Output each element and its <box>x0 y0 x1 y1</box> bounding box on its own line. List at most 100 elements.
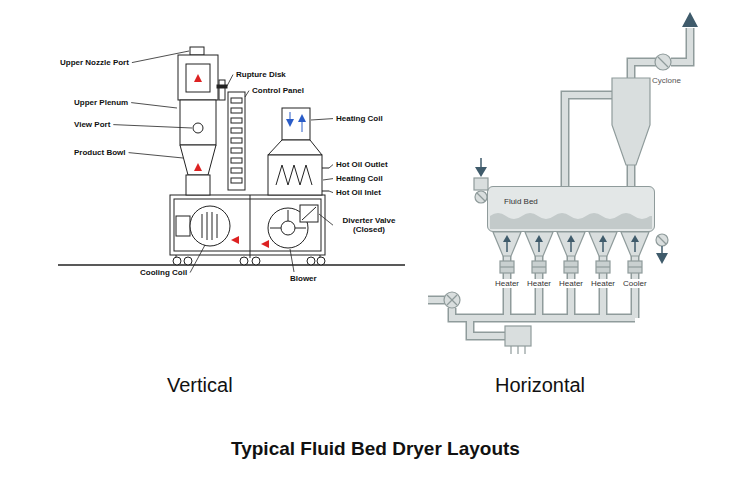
vertical-dryer-drawing <box>322 191 329 192</box>
horizontal-dryer-drawing <box>658 57 668 67</box>
vertical-dryer-drawing <box>207 212 208 240</box>
horizontal-dryer-drawing <box>525 232 553 256</box>
horizontal-dryer-drawing <box>557 232 585 256</box>
vertical-dryer-drawing <box>290 112 291 120</box>
part-label: Cyclone <box>652 76 681 85</box>
part-label: Diverter Valve (Closed) <box>336 216 402 234</box>
leader-line <box>131 103 177 108</box>
diagram-title: Typical Fluid Bed Dryer Layouts <box>231 438 520 460</box>
horizontal-dryer-drawing <box>656 253 668 264</box>
horizontal-dryer-drawing <box>628 266 642 267</box>
horizontal-dryer-drawing <box>475 12 698 264</box>
horizontal-dryer-drawing <box>477 193 485 201</box>
figure-caption: Horizontal <box>495 374 585 397</box>
horizontal-dryer-drawing <box>524 346 525 354</box>
unit-label: Heater <box>494 279 520 288</box>
vertical-dryer-drawing <box>231 178 242 183</box>
horizontal-dryer-drawing <box>627 164 636 187</box>
horizontal-dryer-drawing <box>474 178 488 190</box>
horizontal-dryer-drawing <box>602 242 604 252</box>
vertical-dryer-drawing <box>190 206 230 246</box>
vertical-dryer-drawing <box>184 257 192 265</box>
horizontal-dryer-drawing <box>570 242 572 252</box>
unit-label: Heater <box>558 279 584 288</box>
unit-label: Cooler <box>622 279 648 288</box>
horizontal-dryer-drawing <box>490 213 652 229</box>
vertical-dryer-drawing <box>231 98 242 103</box>
leader-line <box>319 214 333 225</box>
horizontal-dryer-drawing <box>500 266 514 267</box>
part-label: View Port <box>74 120 110 129</box>
horizontal-dryer-drawing <box>532 266 546 267</box>
leader-line <box>227 75 233 86</box>
horizontal-dryer-drawing <box>444 292 460 308</box>
horizontal-dryer-drawing <box>428 12 698 354</box>
vertical-dryer-drawing <box>240 257 248 265</box>
leader-line <box>129 153 183 158</box>
horizontal-dryer-drawing <box>628 261 642 273</box>
horizontal-dryer-drawing <box>475 191 487 203</box>
horizontal-dryer-drawing <box>532 261 546 273</box>
vertical-dryer-drawing <box>180 100 216 145</box>
vertical-dryer-drawing <box>300 205 318 222</box>
horizontal-dryer-drawing <box>564 266 578 267</box>
vertical-dryer-drawing <box>176 216 190 236</box>
horizontal-dryer-drawing <box>661 246 663 254</box>
vertical-dryer-drawing <box>268 140 322 155</box>
horizontal-dryer-drawing <box>428 28 690 336</box>
vertical-dryer-drawing <box>317 257 325 265</box>
horizontal-dryer-drawing <box>655 54 671 70</box>
vertical-dryer-drawing <box>307 257 315 265</box>
vertical-dryer-drawing <box>212 212 213 240</box>
part-label: Hot Oil Inlet <box>336 188 381 197</box>
horizontal-dryer-drawing <box>589 232 617 256</box>
horizontal-dryer-drawing <box>631 235 639 242</box>
vertical-dryer-drawing <box>217 85 227 88</box>
vertical-dryer-drawing <box>231 158 242 163</box>
horizontal-dryer-drawing <box>671 28 690 62</box>
horizontal-dryer-drawing <box>517 346 518 354</box>
part-label: Upper Plenum <box>74 98 128 107</box>
horizontal-dryer-drawing <box>510 346 511 354</box>
horizontal-dryer-drawing <box>493 232 521 256</box>
vertical-dryer-drawing <box>250 255 251 258</box>
horizontal-dryer-drawing <box>475 167 487 177</box>
part-label: Heating Coil <box>336 114 383 123</box>
leader-line <box>245 91 249 97</box>
horizontal-dryer-drawing <box>567 235 575 242</box>
horizontal-dryer-drawing <box>565 95 613 187</box>
unit-label: Heater <box>590 279 616 288</box>
horizontal-dryer-drawing <box>500 261 514 273</box>
horizontal-dryer-drawing <box>671 28 690 62</box>
vertical-dryer-drawing <box>295 228 306 229</box>
leader-line <box>132 51 189 63</box>
horizontal-dryer-drawing <box>428 28 690 336</box>
leader-line <box>329 191 333 193</box>
horizontal-dryer-drawing <box>447 295 457 305</box>
leader-line <box>323 179 333 180</box>
vertical-dryer-drawing <box>178 55 218 100</box>
vertical-dryer-drawing <box>186 175 210 195</box>
vertical-dryer-drawing <box>58 47 405 265</box>
horizontal-dryer-drawing <box>538 242 540 252</box>
horizontal-dryer-drawing <box>564 261 578 273</box>
horizontal-dryer-drawing <box>596 261 610 273</box>
vertical-dryer-drawing <box>228 92 245 190</box>
vertical-dryer-drawing <box>302 122 303 132</box>
leader-line <box>290 249 294 272</box>
flow-arrow <box>194 163 202 171</box>
leader-line <box>311 119 333 120</box>
vertical-dryer-drawing <box>170 195 325 255</box>
horizontal-dryer-drawing <box>612 78 650 165</box>
flow-arrow <box>231 236 239 244</box>
vertical-dryer-drawing <box>217 214 218 238</box>
flow-arrow <box>261 240 269 248</box>
flow-arrow <box>194 74 306 248</box>
vertical-dryer-drawing <box>180 145 216 175</box>
leader-line <box>329 165 333 168</box>
horizontal-dryer-drawing <box>599 235 607 242</box>
vertical-dryer-drawing <box>250 195 251 255</box>
horizontal-dryer-drawing <box>596 266 610 267</box>
vertical-dryer-drawing <box>190 47 204 55</box>
